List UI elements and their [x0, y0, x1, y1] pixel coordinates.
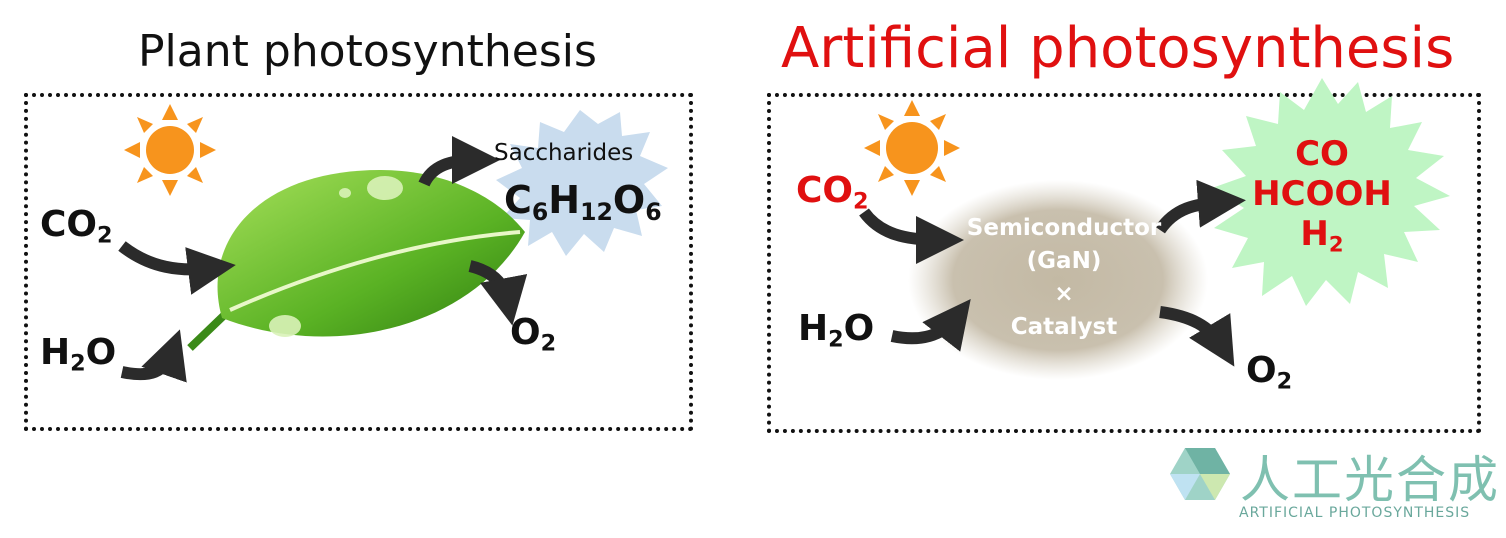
plant-panel-frame [24, 93, 693, 431]
co2-input-right: CO2 [796, 170, 869, 215]
saccharide-burst [496, 110, 668, 256]
leaf-icon [187, 170, 526, 351]
product-hcooh: HCOOH [1252, 174, 1392, 214]
sun-icon-right [864, 100, 960, 196]
logo-kanji: 人工光合成 [1240, 451, 1500, 509]
o2-output-right: O2 [1246, 350, 1293, 395]
reactor-line-times: × [1054, 281, 1074, 307]
reactor-ellipse [908, 180, 1208, 380]
sun-icon-left [124, 104, 216, 196]
product-h2: H2 [1300, 214, 1344, 257]
glucose-formula: C6H12O6 [504, 178, 662, 227]
saccharides-label: Saccharides [494, 140, 634, 166]
logo-caption: ARTIFICIAL PHOTOSYNTHESIS [1239, 505, 1471, 521]
reactor-line-semiconductor: Semiconductor [966, 215, 1162, 241]
logo-hexagon-icon [1170, 448, 1230, 500]
co2-input-left: CO2 [40, 204, 113, 249]
reactor-label: Semiconductor (GaN) × Catalyst [944, 212, 1184, 344]
right-panel-title: Artificial photosynthesis [781, 16, 1455, 81]
left-panel-title: Plant photosynthesis [138, 26, 597, 77]
h2o-input-right: H2O [798, 308, 875, 353]
o2-output-left: O2 [510, 312, 557, 357]
reactor-line-catalyst: Catalyst [1010, 314, 1118, 340]
reactor-line-gan: (GaN) [1026, 248, 1102, 274]
artificial-panel-frame [767, 93, 1481, 433]
h2o-input-left: H2O [40, 332, 117, 377]
product-co: CO [1295, 134, 1349, 174]
products-right: CO HCOOH H2 [1232, 134, 1412, 264]
product-burst [1212, 78, 1450, 306]
